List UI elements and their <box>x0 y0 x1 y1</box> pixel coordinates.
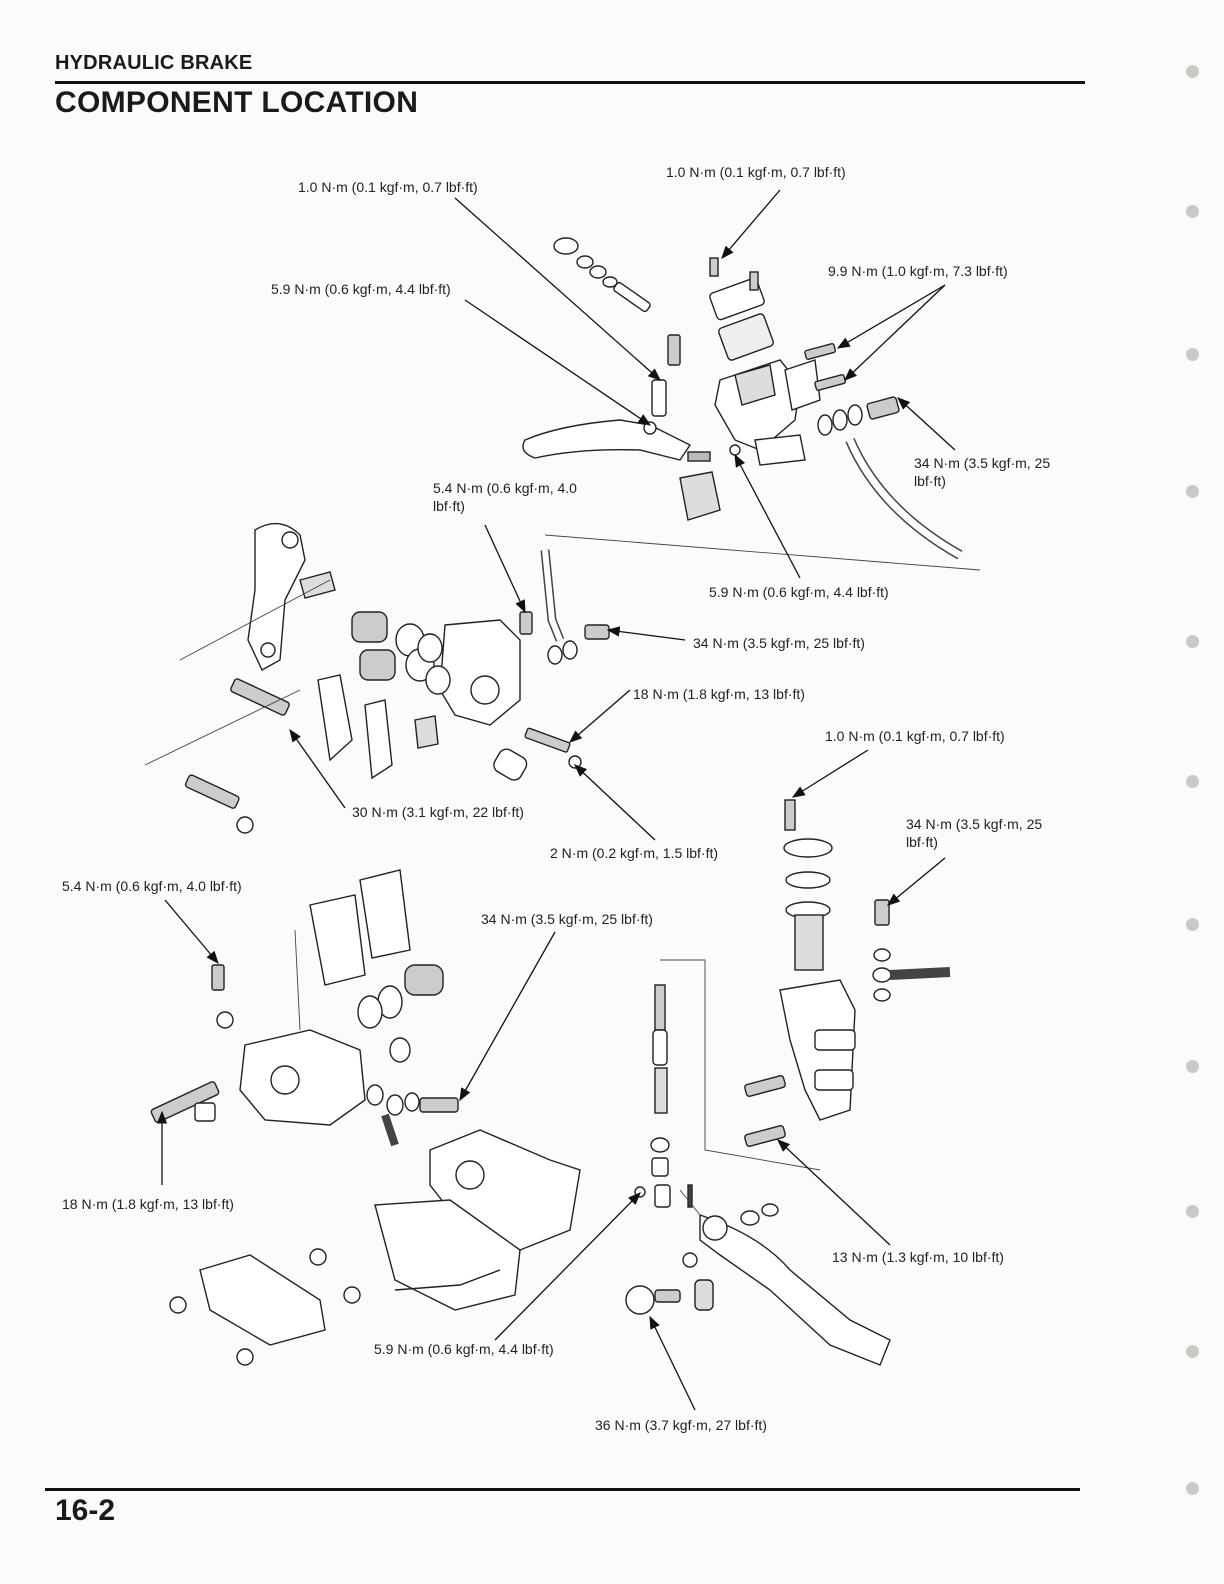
torque-label-fr-bleed-valve: 5.4 N·m (0.6 kgf·m, 4.0 lbf·ft) <box>433 480 577 514</box>
torque-label-rr-master-mount-bolt: 13 N·m (1.3 kgf·m, 10 lbf·ft) <box>832 1249 1004 1265</box>
master-screws <box>709 257 759 291</box>
binder-hole <box>1186 1482 1199 1495</box>
binder-hole <box>1186 485 1199 498</box>
lever-dust-boot <box>679 471 721 521</box>
front-master-cylinder <box>709 277 821 466</box>
torque-label-lever-pivot-bolt: 5.9 N·m (0.6 kgf·m, 4.4 lbf·ft) <box>271 281 451 297</box>
front-brake-pads <box>317 674 393 780</box>
rear-disc-guard <box>374 1199 521 1311</box>
torque-label-holder-bolts: 9.9 N·m (1.0 kgf·m, 7.3 lbf·ft) <box>828 263 1008 279</box>
rear-guard-bolts <box>169 1248 361 1366</box>
torque-label-fr-caliper-oil-bolt: 34 N·m (3.5 kgf·m, 25 lbf·ft) <box>693 635 865 651</box>
binder-hole <box>1186 775 1199 788</box>
binder-hole <box>1186 918 1199 931</box>
torque-label-fr-screw-left: 1.0 N·m (0.1 kgf·m, 0.7 lbf·ft) <box>298 179 478 195</box>
page-number: 16-2 <box>55 1494 116 1527</box>
rear-caliper-body <box>239 1029 366 1126</box>
torque-label-master-oil-bolt: 34 N·m (3.5 kgf·m, 25 lbf·ft) <box>914 455 1051 489</box>
torque-label-fr-caliper-bolt: 30 N·m (3.1 kgf·m, 22 lbf·ft) <box>352 804 524 820</box>
pedal-pivot-and-spring <box>625 1252 714 1315</box>
rear-bleed-valve <box>211 964 234 1029</box>
torque-label-rr-pushrod-nut: 5.9 N·m (0.6 kgf·m, 4.4 lbf·ft) <box>374 1341 554 1357</box>
torque-label-fr-pad-pin: 18 N·m (1.8 kgf·m, 13 lbf·ft) <box>633 686 805 702</box>
torque-label-pedal-pivot-bolt: 36 N·m (3.7 kgf·m, 27 lbf·ft) <box>595 1417 767 1433</box>
rear-master-mount-bolts <box>744 1075 786 1147</box>
rear-caliper-guard <box>199 1254 326 1346</box>
rear-pad-pin <box>150 1081 220 1123</box>
binder-hole <box>1186 1205 1199 1218</box>
page-title: COMPONENT LOCATION <box>55 86 419 119</box>
front-brake-lever <box>522 419 692 461</box>
torque-label-rr-bleed-valve: 5.4 N·m (0.6 kgf·m, 4.0 lbf·ft) <box>62 878 242 894</box>
torque-label-rr-reservoir-screw: 1.0 N·m (0.1 kgf·m, 0.7 lbf·ft) <box>825 728 1005 744</box>
rear-master-cylinder <box>779 979 856 1121</box>
binder-hole <box>1186 65 1199 78</box>
rear-brake-pedal <box>699 1203 891 1366</box>
torque-label-lever-pivot-nut: 5.9 N·m (0.6 kgf·m, 4.4 lbf·ft) <box>709 584 889 600</box>
binder-hole <box>1186 1345 1199 1358</box>
torque-label-fr-pad-pin-plug: 2 N·m (0.2 kgf·m, 1.5 lbf·ft) <box>550 845 719 861</box>
rear-pushrod <box>634 984 693 1208</box>
rear-caliper-piston <box>357 964 444 1063</box>
front-hose-and-oil-bolt <box>817 396 963 560</box>
binder-hole <box>1186 205 1199 218</box>
rear-master-oil-bolt <box>872 899 951 1002</box>
rear-brake-pads <box>309 869 411 986</box>
front-hose-lower <box>519 549 610 665</box>
section-heading: HYDRAULIC BRAKE <box>55 52 253 74</box>
torque-label-rr-caliper-oil-bolt: 34 N·m (3.5 kgf·m, 25 lbf·ft) <box>481 911 653 927</box>
front-caliper-bolts <box>184 678 290 834</box>
rear-reservoir-cap <box>783 799 833 971</box>
rear-caliper-oil-bolt <box>366 1084 459 1147</box>
master-piston-set <box>553 237 651 313</box>
binder-hole <box>1186 348 1199 361</box>
lever-pivot-parts <box>643 334 741 462</box>
torque-label-fr-screw-right: 1.0 N·m (0.1 kgf·m, 0.7 lbf·ft) <box>666 164 846 180</box>
front-caliper-bracket <box>247 522 306 671</box>
front-pad-pin <box>493 727 582 781</box>
binder-hole <box>1186 1060 1199 1073</box>
torque-label-rr-pad-pin: 18 N·m (1.8 kgf·m, 13 lbf·ft) <box>62 1196 234 1212</box>
front-caliper-body <box>439 619 521 726</box>
front-caliper-pistons <box>351 611 451 695</box>
torque-label-rr-master-oil-bolt: 34 N·m (3.5 kgf·m, 25 lbf·ft) <box>906 816 1043 850</box>
binder-hole <box>1186 635 1199 648</box>
footer-rule <box>45 1488 1080 1491</box>
header-rule <box>55 81 1085 84</box>
